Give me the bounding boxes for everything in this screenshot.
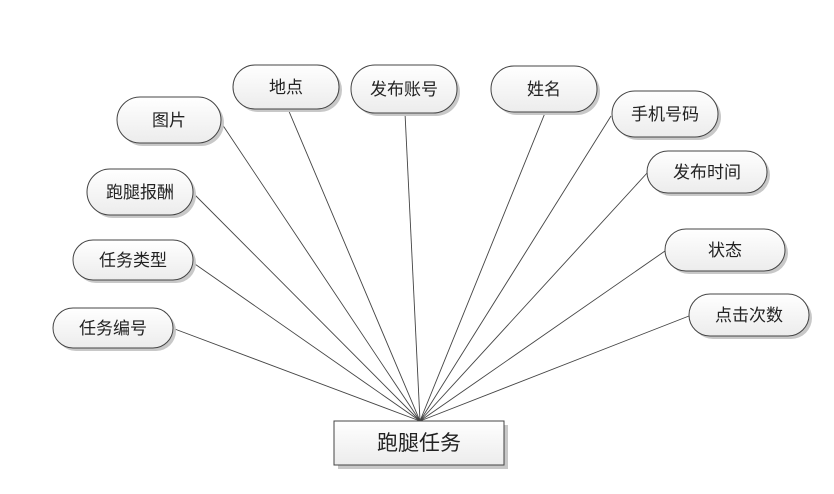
- attribute-shape: [116, 96, 222, 144]
- connector-lines: [171, 108, 690, 422]
- attribute-label: 图片: [152, 111, 186, 131]
- attribute-label: 手机号码: [631, 105, 699, 125]
- attribute-click-count: 点击次数: [688, 293, 812, 339]
- attribute-label: 地点: [269, 78, 303, 98]
- connector-status: [419, 250, 666, 422]
- attribute-shape: [350, 64, 458, 114]
- connector-task-id: [171, 327, 421, 422]
- connector-reward: [193, 193, 421, 422]
- attribute-publisher: 发布账号: [350, 64, 460, 116]
- connector-image: [219, 120, 421, 422]
- attribute-label: 状态: [708, 241, 742, 261]
- connector-publish-time: [419, 171, 649, 422]
- attribute-label: 点击次数: [715, 306, 783, 326]
- attribute-label: 发布时间: [673, 163, 741, 183]
- attribute-phone: 手机号码: [611, 90, 721, 140]
- entity-box: 跑腿任务: [333, 420, 508, 469]
- attribute-image: 图片: [116, 96, 224, 146]
- connector-task-type: [191, 261, 421, 422]
- attribute-label: 任务类型: [99, 251, 167, 271]
- attribute-shape: [646, 150, 768, 194]
- attribute-label: 发布账号: [370, 80, 438, 100]
- entity-label: 跑腿任务: [377, 431, 461, 455]
- attribute-shape: [72, 239, 194, 281]
- attribute-label: 任务编号: [79, 319, 147, 339]
- attribute-shape: [232, 64, 340, 110]
- attribute-shape: [52, 307, 174, 349]
- connector-location: [287, 108, 421, 422]
- attribute-task-id: 任务编号: [52, 307, 176, 351]
- attribute-status: 状态: [664, 228, 788, 274]
- attribute-shape: [611, 90, 719, 138]
- attribute-label: 跑腿报酬: [106, 183, 174, 203]
- attribute-publish-time: 发布时间: [646, 150, 770, 196]
- attribute-shape: [688, 293, 810, 337]
- attribute-shape: [490, 65, 598, 113]
- entity-box-rect: [333, 420, 505, 466]
- connector-publisher: [404, 112, 421, 422]
- attribute-reward: 跑腿报酬: [86, 168, 196, 218]
- attribute-label: 姓名: [527, 80, 561, 100]
- attribute-name: 姓名: [490, 65, 600, 115]
- connector-name: [419, 112, 546, 422]
- attribute-task-type: 任务类型: [72, 239, 196, 283]
- attribute-shape: [664, 228, 786, 272]
- attribute-shape: [86, 168, 194, 216]
- connector-click-count: [419, 315, 690, 422]
- connector-phone: [419, 115, 612, 422]
- attribute-location: 地点: [232, 64, 342, 112]
